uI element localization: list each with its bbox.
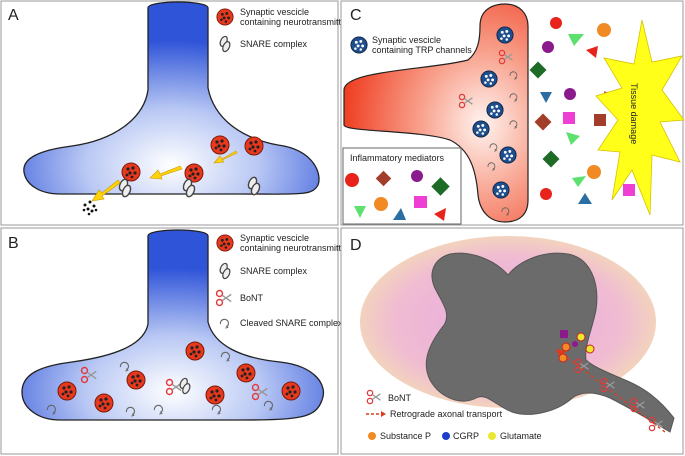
legend-vesicle-icon xyxy=(216,234,234,252)
legend-snare-label: SNARE complex xyxy=(240,39,308,49)
release-arrow-icon xyxy=(91,150,238,202)
vesicle-icon xyxy=(244,136,264,156)
vesicle-icon xyxy=(121,162,141,182)
legend-vesicle-line1: Synaptic vescicle xyxy=(240,233,309,243)
mediator-green-diamond-icon xyxy=(542,150,560,168)
vesicle-icon xyxy=(185,341,205,361)
mediator-green-diamond-icon xyxy=(529,61,547,79)
mediator-pink-square-icon xyxy=(563,112,575,124)
mediator-brown-diamond-icon xyxy=(375,170,392,187)
tissue-damage-label: Tissue damage xyxy=(629,83,639,144)
mediator-orange-circle-icon xyxy=(587,165,601,179)
mediator-green-diamond-icon xyxy=(431,177,450,196)
mediator-orange-circle-icon xyxy=(597,23,611,37)
trp-vesicle-icon xyxy=(496,26,514,44)
legend-transport-label: Retrograde axonal transport xyxy=(390,409,503,419)
mediator-purple-circle-icon xyxy=(542,41,554,53)
mediator-green-triangle-icon xyxy=(568,34,584,46)
mediator-red-circle-icon xyxy=(550,17,562,29)
legend-substance-p-icon xyxy=(368,432,376,440)
legend-vesicle-line1: Synaptic vescicle xyxy=(240,7,309,17)
panel-b-letter: B xyxy=(8,235,19,252)
released-neurotransmitter-icon xyxy=(82,200,98,216)
panel-a: A Synaptic vescicle containing neurotran… xyxy=(0,0,349,226)
mediator-blue-triangle-icon xyxy=(393,208,406,220)
vesicle-icon xyxy=(57,381,77,401)
vesicle-icon xyxy=(94,393,114,413)
tissue-damage-burst: Tissue damage xyxy=(595,19,685,216)
mediator-blue-triangle-icon xyxy=(540,92,552,103)
legend-snare-label: SNARE complex xyxy=(240,266,308,276)
legend-glutamate-icon xyxy=(488,432,496,440)
legend-substance-p-label: Substance P xyxy=(380,431,431,441)
arrowhead-icon xyxy=(381,411,386,417)
neurotransmitter-cluster xyxy=(558,330,595,363)
mediator-red-triangle-icon xyxy=(434,208,446,221)
scattered-mediators xyxy=(529,17,635,204)
mediator-red-circle-icon xyxy=(540,188,552,200)
vesicle-icon xyxy=(210,135,230,155)
mediator-green-triangle-icon xyxy=(354,206,366,218)
panel-c-letter: C xyxy=(350,7,362,24)
retrograde-transport-arrow xyxy=(559,351,666,433)
trp-vesicle-icon xyxy=(486,101,504,119)
inflammatory-mediators-box: Inflammatory mediators xyxy=(342,147,462,225)
vesicle-icon xyxy=(126,370,146,390)
mediator-pink-square-icon xyxy=(414,196,427,208)
legend-trp-vesicle-line2: containing TRP channels xyxy=(372,45,472,55)
vesicle-icon xyxy=(205,385,225,405)
trp-vesicle-icon xyxy=(499,146,517,164)
legend-vesicle-line2: containing neurotransmitter xyxy=(240,243,349,253)
legend-trp-vesicle-icon xyxy=(350,36,368,54)
trp-vesicle-icon xyxy=(492,181,510,199)
panel-d-letter: D xyxy=(350,237,362,254)
vesicle-icon xyxy=(281,381,301,401)
panel-c: C Synaptic vescicle containing TRP chann… xyxy=(340,0,685,226)
mediators-title: Inflammatory mediators xyxy=(350,153,445,163)
legend-cgrp-label: CGRP xyxy=(453,431,479,441)
mediator-blue-triangle-icon xyxy=(578,193,592,204)
legend-glutamate-label: Glutamate xyxy=(500,431,542,441)
mediator-purple-circle-icon xyxy=(564,88,576,100)
mediator-orange-circle-icon xyxy=(374,197,388,211)
mediator-red-triangle-icon xyxy=(586,46,598,58)
arrowhead-icon xyxy=(556,349,566,358)
legend-vesicle-icon xyxy=(216,8,234,26)
legend-bont-label: BoNT xyxy=(388,393,412,403)
mediator-green-triangle-icon xyxy=(572,176,586,187)
panel-d: D BoNT Retrograde axonal transport Subst… xyxy=(340,227,684,455)
mediator-brown-diamond-icon xyxy=(534,113,552,131)
vesicle-icon xyxy=(236,363,256,383)
inflamed-terminal xyxy=(343,3,529,223)
legend-vesicle-line2: containing neurotransmitter xyxy=(240,17,349,27)
legend-trp-vesicle-line1: Synaptic vescicle xyxy=(372,35,441,45)
panel-a-letter: A xyxy=(8,7,19,24)
legend-cgrp-icon xyxy=(442,432,450,440)
mediator-green-triangle-icon xyxy=(566,132,580,145)
trp-vesicle-icon xyxy=(472,120,490,138)
mediator-purple-circle-icon xyxy=(411,170,423,182)
legend-cleaved-label: Cleaved SNARE complex xyxy=(240,318,343,328)
trp-vesicle-icon xyxy=(480,70,498,88)
legend-bont-label: BoNT xyxy=(240,293,264,303)
mediator-red-circle-icon xyxy=(345,173,359,187)
mediator-pink-square-icon xyxy=(623,184,635,196)
mediator-brown-square-icon xyxy=(594,114,606,126)
panel-b: B Synaptic vescicle containing neurotran… xyxy=(0,227,349,455)
